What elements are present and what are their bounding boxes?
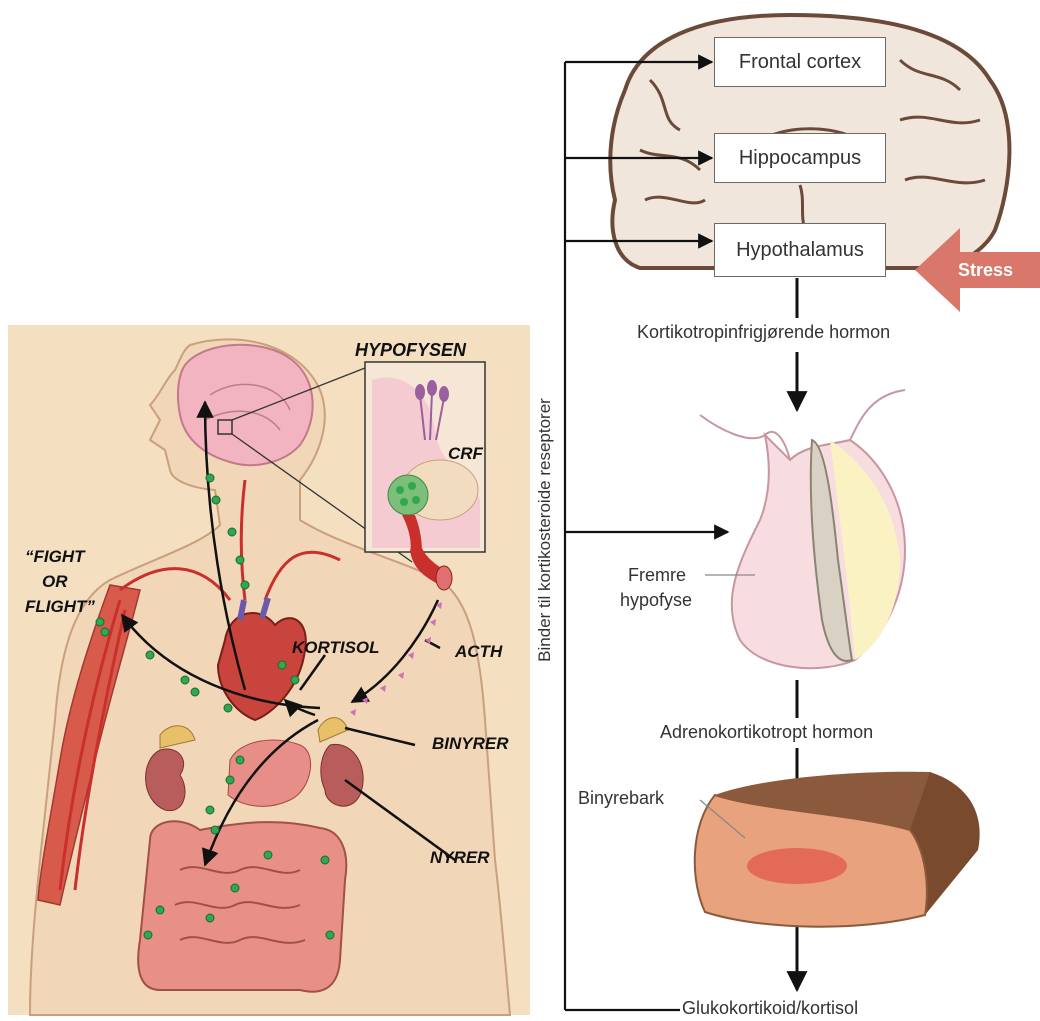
box-frontal-cortex: Frontal cortex bbox=[714, 37, 886, 87]
label-hypofysen: HYPOFYSEN bbox=[355, 340, 466, 361]
label-binyrer: BINYRER bbox=[432, 734, 509, 754]
label-glukokortikoid: Glukokortikoid/kortisol bbox=[682, 998, 858, 1019]
adrenal-medulla bbox=[747, 848, 847, 884]
label-stress: Stress bbox=[958, 260, 1013, 281]
label-fremre-2: hypofyse bbox=[620, 590, 692, 611]
label-nyrer: NYRER bbox=[430, 848, 490, 868]
brain bbox=[178, 345, 313, 465]
box-hippocampus: Hippocampus bbox=[714, 133, 886, 183]
label-binyrebark: Binyrebark bbox=[578, 788, 664, 809]
label-acth: ACTH bbox=[455, 642, 502, 662]
label-fight-1: “FIGHT bbox=[25, 547, 85, 567]
label-fremre-1: Fremre bbox=[628, 565, 686, 586]
label-fight-3: FLIGHT” bbox=[25, 597, 95, 617]
label-feedback: Binder til kortikosteroide reseptorer bbox=[535, 398, 555, 662]
label-acth-right: Adrenokortikotropt hormon bbox=[660, 722, 873, 743]
label-crf: CRF bbox=[448, 444, 483, 464]
label-crh: Kortikotropinfrigjørende hormon bbox=[637, 322, 890, 343]
pituitary-outline bbox=[700, 390, 905, 460]
label-fight-2: OR bbox=[42, 572, 68, 592]
box-hypothalamus: Hypothalamus bbox=[714, 223, 886, 277]
large-intestine bbox=[138, 821, 346, 991]
label-kortisol: KORTISOL bbox=[292, 638, 380, 658]
